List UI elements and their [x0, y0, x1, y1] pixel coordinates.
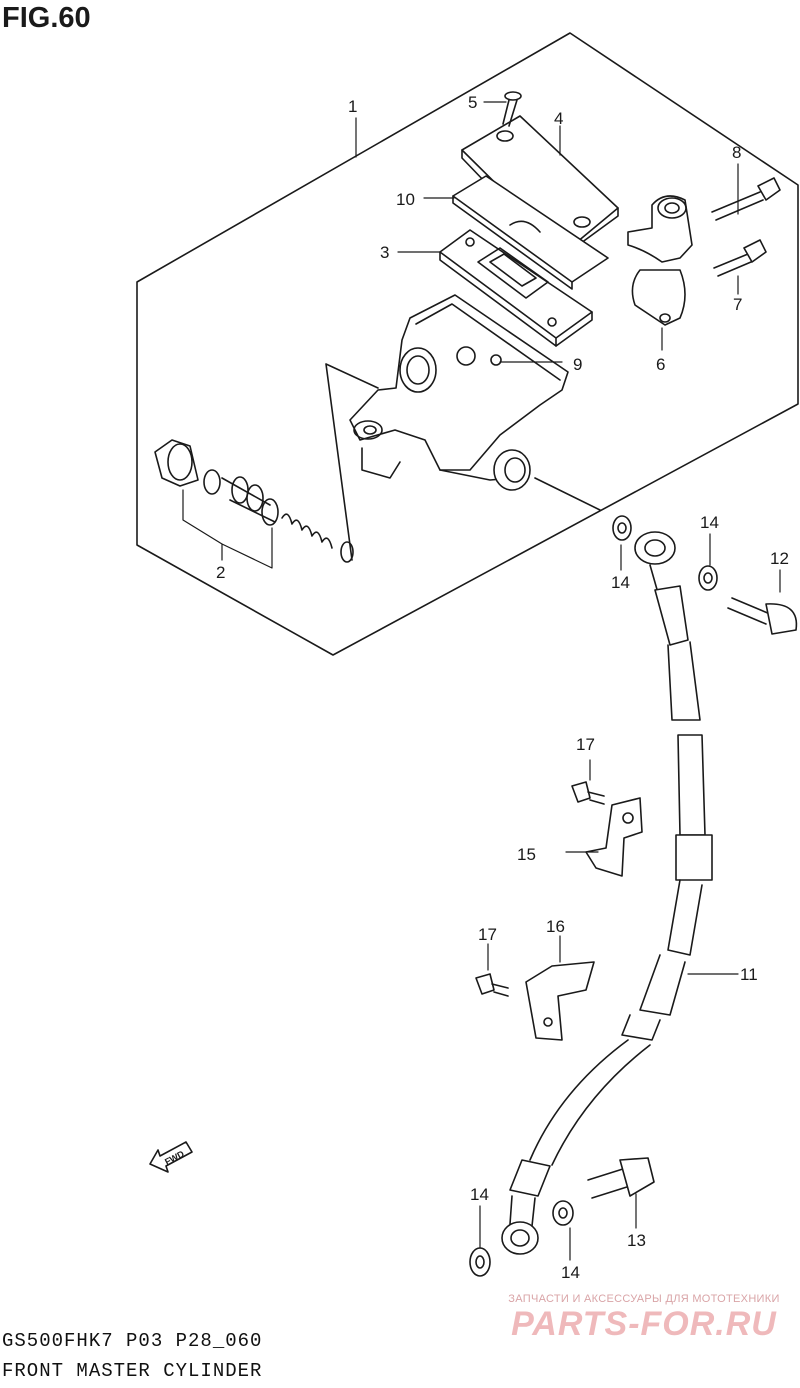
cap-screw — [502, 91, 522, 127]
callout-5: 5 — [468, 93, 477, 112]
callout-7: 7 — [733, 295, 742, 314]
callout-17-lower: 17 — [478, 925, 497, 944]
callout-3: 3 — [380, 243, 389, 262]
bracket-bolt-lower — [475, 973, 509, 997]
callout-9: 9 — [573, 355, 582, 374]
washer-2 — [698, 565, 718, 591]
retainer-screw — [490, 354, 502, 366]
callout-11: 11 — [740, 965, 758, 984]
callout-12: 12 — [770, 549, 789, 568]
hose-clamp — [585, 797, 643, 877]
callout-14-bottom-right: 14 — [561, 1263, 580, 1282]
diaphragm — [439, 229, 593, 347]
union-bolt-upper — [727, 597, 798, 635]
assembly-frame — [136, 32, 799, 656]
master-cylinder-body — [349, 294, 601, 511]
washer-3 — [469, 1247, 491, 1277]
diaphragm-plate — [452, 175, 609, 290]
callout-14-bottom-left: 14 — [470, 1185, 489, 1204]
frame-inner-line — [325, 363, 379, 561]
figure-code: GS500FHK7 P03 P28_060 — [2, 1330, 263, 1352]
watermark: ЗАПЧАСТИ И АКСЕССУАРЫ ДЛЯ МОТОТЕХНИКИ PA… — [488, 1293, 800, 1343]
washer-1 — [612, 515, 632, 541]
washer-4 — [552, 1200, 574, 1226]
hose-bracket — [525, 961, 595, 1041]
piston-kit — [154, 439, 354, 563]
figure-title: FIG.60 — [2, 2, 91, 34]
callout-17-upper: 17 — [576, 735, 595, 754]
leader-lines — [182, 101, 781, 1261]
fwd-arrow-icon — [149, 1141, 193, 1173]
callout-6: 6 — [656, 355, 665, 374]
callout-14-top-right: 14 — [700, 513, 719, 532]
callout-15: 15 — [517, 845, 536, 864]
clamp-bolt-lower — [713, 239, 767, 277]
brake-hose — [501, 531, 713, 1255]
parts-diagram: 1 2 3 4 5 6 7 8 9 10 11 12 13 14 14 14 1… — [136, 32, 799, 1282]
callout-2: 2 — [216, 563, 225, 582]
callout-1: 1 — [348, 97, 357, 116]
callout-16: 16 — [546, 917, 565, 936]
callout-10: 10 — [396, 190, 415, 209]
clamp-holder — [627, 195, 693, 326]
callout-8: 8 — [732, 143, 741, 162]
watermark-logo: PARTS-FOR.RU — [511, 1305, 777, 1343]
clamp-bolt-upper — [711, 177, 781, 221]
figure-name: FRONT MASTER CYLINDER — [2, 1360, 263, 1382]
callout-4: 4 — [554, 109, 563, 128]
watermark-tagline: ЗАПЧАСТИ И АКСЕССУАРЫ ДЛЯ МОТОТЕХНИКИ — [508, 1293, 780, 1305]
union-bolt-lower — [587, 1157, 655, 1199]
callout-14-top-left: 14 — [611, 573, 630, 592]
bracket-bolt-upper — [571, 781, 605, 805]
callout-13: 13 — [627, 1231, 646, 1250]
